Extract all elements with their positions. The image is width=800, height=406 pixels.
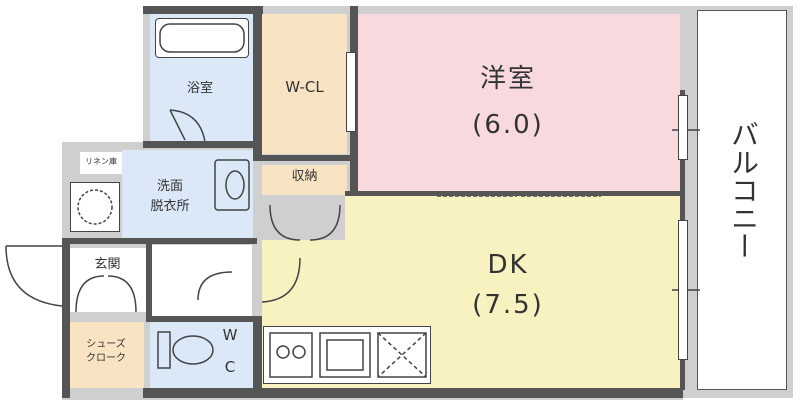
balcony-label: バルコニー	[727, 120, 760, 260]
dk-name: DK	[487, 250, 529, 280]
hallway	[152, 245, 252, 317]
linen-closet	[80, 152, 122, 174]
wall-hall-divider	[146, 244, 152, 322]
washroom-label-2: 脱衣所	[150, 199, 190, 214]
wall-bath-wcl	[253, 6, 262, 156]
shoe-closet	[68, 322, 144, 388]
wall-toilet-top	[146, 316, 256, 322]
washroom	[122, 150, 253, 242]
wall-top-bath	[143, 6, 263, 14]
wall-wash-bottom	[62, 238, 257, 244]
wall-bath-wash	[143, 141, 258, 148]
bathroom-label: 浴室	[186, 81, 213, 96]
wall-entrance-left	[62, 240, 70, 398]
western-room-size: (6.0)	[472, 110, 544, 140]
washroom-label-1: 洗面	[156, 179, 183, 194]
wall-western-dk	[345, 191, 683, 196]
toilet	[150, 322, 253, 388]
storage-label: 収納	[291, 169, 318, 184]
balcony-inner	[697, 10, 787, 390]
shoe-closet-label-1: シューズ	[86, 339, 126, 350]
toilet-label-1: W	[222, 326, 238, 344]
storage-closet	[262, 165, 347, 195]
western-room-name: 洋室	[479, 64, 536, 94]
western-room	[358, 14, 680, 192]
wall-storage-top	[253, 155, 351, 161]
window-balcony-western	[678, 95, 688, 160]
entrance-label: 玄関	[94, 257, 121, 272]
wcl-label: W-CL	[285, 78, 324, 96]
dk-size: (7.5)	[472, 290, 544, 320]
toilet-label-2: C	[224, 358, 236, 376]
entrance	[68, 248, 146, 312]
linen-label: リネン庫	[85, 157, 117, 166]
shoe-closet-label-2: クローク	[86, 353, 126, 364]
window-wcl	[346, 52, 356, 132]
window-balcony-dk	[678, 220, 688, 360]
walk-in-closet	[262, 14, 347, 154]
wall-toilet-right	[253, 316, 262, 394]
wall-bottom	[143, 388, 683, 398]
